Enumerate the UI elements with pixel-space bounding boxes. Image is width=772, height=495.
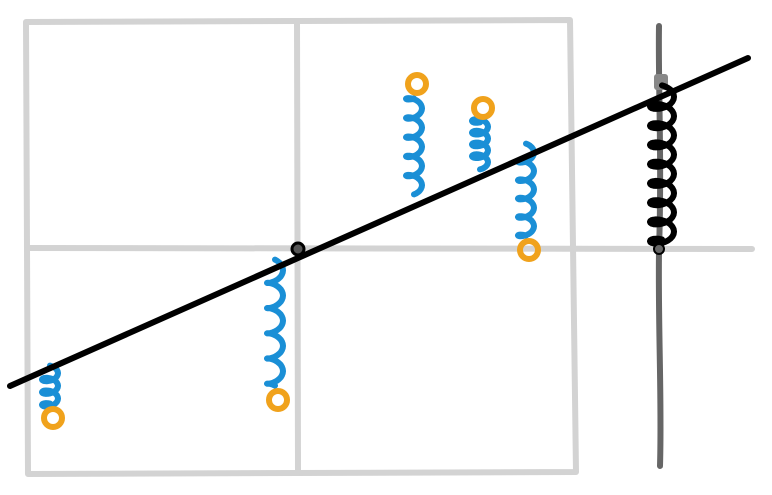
- anchor-point-icon: [653, 243, 665, 255]
- residual-p3: [403, 72, 429, 198]
- grid-horizontal-line: [25, 245, 755, 252]
- coil-spring-icon: [264, 256, 286, 389]
- ring-marker-icon: [471, 96, 495, 120]
- ring-marker-icon: [405, 72, 429, 96]
- ring-marker-icon: [266, 388, 290, 412]
- pivot-point-icon: [290, 241, 306, 257]
- grid-frame: [23, 17, 579, 477]
- ring-marker-icon: [41, 406, 65, 430]
- coil-spring-icon: [39, 362, 61, 410]
- coil-spring-icon: [469, 116, 491, 173]
- coil-spring-icon: [647, 82, 677, 247]
- grid: [23, 17, 755, 477]
- residual-p1: [39, 362, 65, 430]
- coil-spring-icon: [403, 95, 425, 198]
- residual-p2: [264, 256, 290, 412]
- fit-line: [7, 55, 751, 389]
- anchor-spring: [647, 82, 677, 255]
- residual-p4: [469, 96, 495, 173]
- ring-marker-icon: [517, 238, 541, 262]
